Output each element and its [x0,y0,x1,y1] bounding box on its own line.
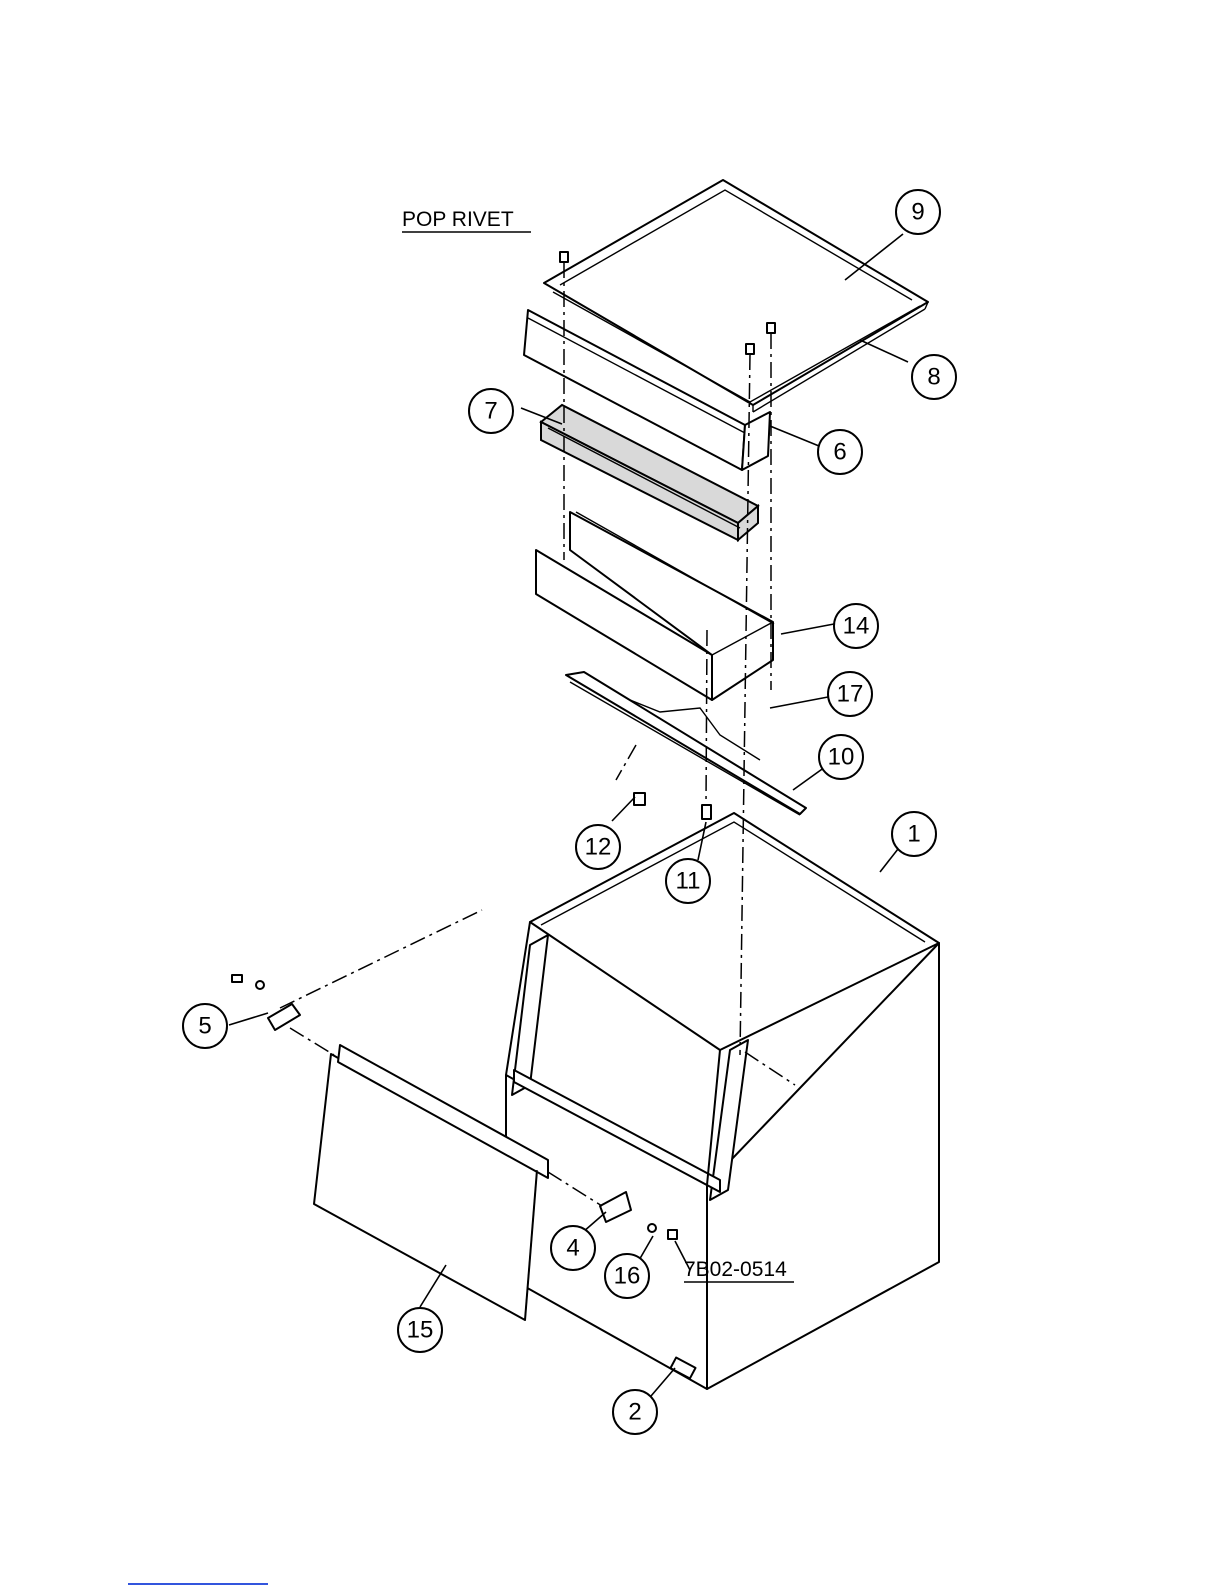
svg-text:4: 4 [566,1235,579,1262]
callout-15: 15 [398,1308,442,1352]
bracket-10 [566,672,806,815]
svg-text:6: 6 [833,439,846,466]
svg-text:9: 9 [911,199,924,226]
svg-text:11: 11 [676,868,701,895]
svg-text:8: 8 [927,364,940,391]
callout-6: 6 [818,430,862,474]
callout-8: 8 [912,355,956,399]
callout-14: 14 [834,604,878,648]
callout-16: 16 [605,1254,649,1298]
svg-text:16: 16 [614,1263,641,1290]
svg-text:7: 7 [484,398,497,425]
callout-10: 10 [819,735,863,779]
svg-text:14: 14 [843,613,870,640]
svg-text:1: 1 [907,821,920,848]
cabinet-body [506,813,939,1389]
callout-9: 9 [896,190,940,234]
callout-1: 1 [892,812,936,856]
callout-2: 2 [613,1390,657,1434]
callout-11: 11 [666,859,710,903]
callout-17: 17 [828,672,872,716]
svg-text:17: 17 [837,681,864,708]
svg-text:15: 15 [407,1317,434,1344]
callout-12: 12 [576,825,620,869]
callout-5: 5 [183,1004,227,1048]
part-code-label: 7B02-0514 [684,1258,787,1281]
callout-4: 4 [551,1226,595,1270]
svg-text:12: 12 [585,834,612,861]
pop-rivet-label: POP RIVET [402,208,514,231]
svg-text:10: 10 [828,744,855,771]
svg-text:5: 5 [198,1013,211,1040]
svg-text:2: 2 [628,1399,641,1426]
callout-7: 7 [469,389,513,433]
